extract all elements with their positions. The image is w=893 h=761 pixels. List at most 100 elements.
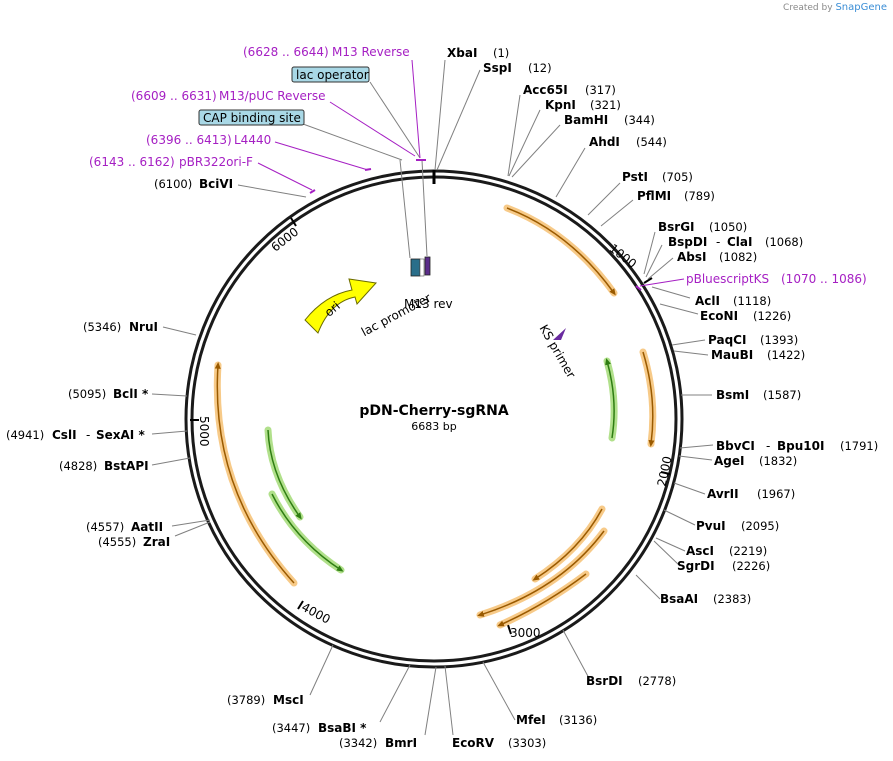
m13-rev-label: M13 rev (404, 297, 453, 311)
leader-asci (655, 537, 686, 552)
feature-name-pbr322: pBR322ori-F (179, 155, 253, 169)
site-name-bamhi: BamHI (564, 113, 608, 127)
ks-primer-feature (553, 328, 566, 340)
feature-name-m13-reverse: M13 Reverse (332, 45, 410, 59)
leader-econi (659, 303, 699, 315)
site-name-bsrdi: BsrDI (586, 674, 623, 688)
leader-ecorv (444, 665, 454, 736)
feature-range-pbluescriptks: (1070 .. 1086) (781, 272, 867, 286)
feature-orange-2-arrow (642, 351, 655, 447)
site-name2-sexai: SexAI * (96, 428, 145, 442)
site-pos-absi: (1082) (719, 250, 757, 264)
feature-green-3-arrow (271, 493, 344, 572)
site-name-pvui: PvuI (696, 519, 726, 533)
site-name2-clai: ClaI (727, 235, 752, 249)
m13-rev-feature (424, 256, 431, 276)
site-dash-bbvci: - (766, 439, 770, 453)
site-pos-sspi: (12) (528, 61, 552, 75)
leader-bcivi (237, 184, 307, 198)
site-name-bsrgi: BsrGI (658, 220, 695, 234)
leader-nrui (162, 326, 197, 336)
ori-feature (304, 278, 377, 334)
site-name-zrai: ZraI (143, 535, 170, 549)
tick-2000: 2000 (655, 455, 675, 488)
lac-operator-text: lac operator (296, 68, 369, 82)
site-pos-msci: (3789) (227, 693, 265, 707)
leader-pvui (663, 509, 696, 526)
site-name-psti: PstI (622, 170, 648, 184)
backbone-outer-circle (184, 169, 684, 669)
site-name-ahdi: AhdI (589, 135, 620, 149)
site-pos-zrai: (4555) (98, 535, 136, 549)
feature-name-l4440: L4440 (234, 133, 271, 147)
site-pos-pflmi: (789) (684, 189, 715, 203)
leader-sgrdi (653, 540, 681, 567)
feature-orange-1 (503, 204, 618, 297)
site-dash-csli: - (86, 428, 90, 442)
leader-sspi (436, 69, 481, 171)
site-pos-acli: (1118) (733, 294, 771, 308)
leader-bsrgi (643, 231, 656, 275)
site-pos-bsabi: (3447) (272, 721, 310, 735)
tick-3000: 3000 (510, 626, 541, 640)
site-name-agei: AgeI (714, 454, 744, 468)
leader-xbai (434, 59, 446, 171)
site-pos-xbai: (1) (493, 46, 509, 60)
site-pos-econi: (1226) (753, 309, 791, 323)
leader-paqci (671, 339, 706, 346)
feature-green-2-arrow (267, 429, 302, 520)
leader-bstapi (151, 457, 191, 466)
site-pos-agei: (1832) (759, 454, 797, 468)
site-name2-bpu10i: Bpu10I (777, 439, 824, 453)
site-pos-aatii: (4557) (86, 520, 124, 534)
feature-orange-5-arrow (497, 573, 587, 627)
site-name-avrii: AvrII (707, 487, 739, 501)
feature-range-pbr322: (6143 .. 6162) (89, 155, 175, 169)
fleader-m13-reverse (411, 59, 421, 159)
snapgene-brand: Created by SnapGene (783, 2, 887, 13)
site-name-bspdi: BspDI (668, 235, 707, 249)
leader-kpni (508, 109, 541, 177)
brand-name: SnapGene (835, 2, 887, 13)
leader-bsrdi (562, 629, 591, 681)
site-pos-bsaai: (2383) (713, 592, 751, 606)
site-pos-bamhi: (344) (624, 113, 655, 127)
lac-operator-feature (419, 258, 425, 277)
site-name-sgrdi: SgrDI (677, 559, 715, 573)
site-name-bsabi: BsaBI * (318, 721, 367, 735)
tick-mark-6000 (290, 217, 297, 227)
leader-csli (151, 430, 188, 435)
tick-5000: 5000 (197, 416, 211, 447)
site-pos-paqci: (1393) (760, 333, 798, 347)
site-pos-bsrgi: (1050) (709, 220, 747, 234)
site-pos-psti: (705) (662, 170, 693, 184)
site-name-econi: EcoNI (700, 309, 738, 323)
site-pos-pvui: (2095) (741, 519, 779, 533)
site-name-aatii: AatII (131, 520, 163, 534)
tick-mark-4000 (297, 600, 304, 610)
leader-avrii (673, 482, 706, 495)
leader-lac-operator (369, 81, 421, 159)
tick-mark-3000 (507, 624, 512, 635)
mark-l4440 (364, 168, 372, 171)
leader-bmri (424, 666, 437, 736)
leader-absi (647, 257, 674, 280)
feature-orange-6-arrow (214, 362, 295, 584)
leader-acli (651, 286, 691, 299)
site-name-ecorv: EcoRV (452, 736, 495, 750)
feature-green-1-arrow (605, 358, 615, 439)
site-name-sspi: SspI (483, 61, 512, 75)
leader-zrai (174, 521, 211, 537)
feature-orange-4-arrow (477, 530, 605, 617)
site-name-paqci: PaqCI (708, 333, 746, 347)
plasmid-name: pDN-Cherry-sgRNA (359, 403, 509, 419)
ks-primer-label: KS primer (536, 322, 578, 380)
site-name-bmri: BmrI (385, 736, 417, 750)
site-name-bcivi: BciVI (199, 177, 233, 191)
fleader-pbluescriptks (639, 278, 685, 287)
site-name-bbvci: BbvCI (716, 439, 755, 453)
leader-ahdi (555, 147, 586, 198)
leader-bbvci (679, 444, 714, 449)
site-pos-bspdi: (1068) (765, 235, 803, 249)
